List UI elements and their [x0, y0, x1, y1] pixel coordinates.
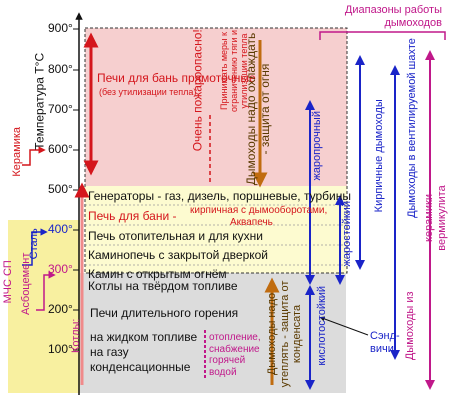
- row-dividers: [85, 204, 346, 266]
- akvapech-label: Аквапечь: [230, 217, 273, 228]
- heat-resistant-label: жаропрочный: [311, 111, 324, 181]
- tick-200: 200°: [48, 302, 73, 316]
- heating-kitchen-label: Печь отопительная и для кухни: [88, 229, 263, 243]
- boilers-solid-label: Котлы на твёрдом топливе: [88, 279, 238, 293]
- kamin-open-label: Камин с открытым огнём: [88, 267, 227, 281]
- condensing-label: конденсационные: [90, 360, 191, 374]
- tick-600: 600°: [48, 142, 73, 156]
- banya-direct-label: Печи для бань прямоточные: [97, 71, 256, 85]
- warm-chimney-label: Дымоходы надо утеплять - защита от конде…: [266, 280, 304, 388]
- steel-bracket: [22, 228, 48, 266]
- label-asbocement: Асбоцемент: [20, 252, 33, 315]
- ceramics-bracket: [22, 146, 46, 166]
- tick-700: 700°: [48, 102, 73, 116]
- acid-resistant-label: кислотостойкий: [316, 285, 329, 366]
- tick-100: 100°: [48, 342, 73, 356]
- sandwich-label: Сэнд-вичи: [370, 330, 400, 356]
- long-burn-label: Печи длительного горения: [90, 306, 239, 320]
- ceramics-vermiculite-label: керамики вермикулита: [423, 185, 448, 251]
- axis-title: Температура Т°С: [32, 52, 47, 150]
- label-kotly: Котлы:: [70, 318, 83, 354]
- kaminopech-label: Каминопечь с закрытой дверкой: [88, 248, 269, 262]
- banya-brick-label: кирпичная с дымооборотами,: [190, 205, 328, 216]
- ranges-title: Диапазоны работы дымоходов: [344, 4, 442, 29]
- very-dangerous-label: Очень пожароопасно!: [190, 29, 205, 152]
- tick-900: 900°: [48, 21, 73, 35]
- zone-normal: [85, 186, 347, 273]
- axis-ticks: [73, 28, 79, 351]
- ranges-bracket: [319, 31, 446, 40]
- label-ceramics: Керамика: [11, 126, 24, 177]
- tick-400: 400°: [48, 222, 73, 236]
- cool-chimney-label: Дымоходы надо охлаждать - защита от огня: [244, 32, 272, 186]
- tick-500: 500°: [48, 182, 73, 196]
- heat-tolerant-label: жаростойкий: [341, 201, 354, 267]
- from-ceramics-label: Дымоходы из: [404, 291, 417, 361]
- zone-condensation: [78, 273, 346, 393]
- banya-stove-label: Печь для бани -: [88, 209, 177, 223]
- tick-300: 300°: [48, 262, 73, 276]
- brick-chimneys-label: Кирпичные дымоходы: [373, 99, 386, 213]
- zone-danger: [85, 28, 347, 186]
- sandwich-pointer: [319, 316, 369, 336]
- generators-label: Генераторы - газ, дизель, поршневые, тур…: [88, 189, 351, 203]
- asbocement-bracket: [36, 271, 56, 311]
- gas-label: на газу: [90, 345, 129, 359]
- banya-direct-note: (без утилизации тепла): [99, 87, 197, 97]
- tick-800: 800°: [48, 62, 73, 76]
- liquid-fuel-label: на жидком топливе: [90, 330, 198, 344]
- label-mchs: МЧС СП: [2, 260, 15, 304]
- limit-measures-label: Принимать меры к ограничению тяги и утил…: [219, 29, 249, 113]
- heating-note-label: отопление, снабжение горячей водой: [209, 332, 261, 378]
